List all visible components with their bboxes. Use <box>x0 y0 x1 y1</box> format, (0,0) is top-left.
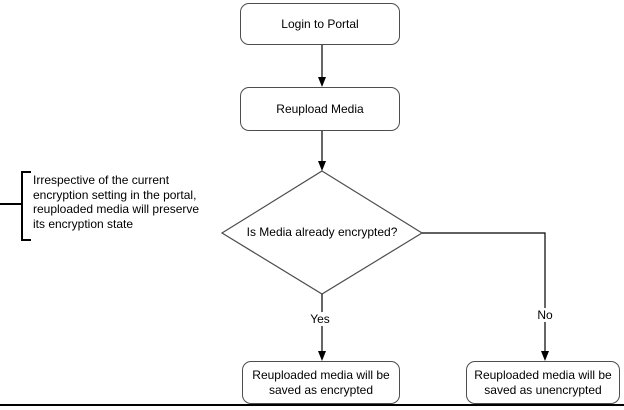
bracket-shape <box>21 171 31 241</box>
annotation-line: Irrespective of the current <box>33 173 170 187</box>
edge-label-no: No <box>535 308 555 322</box>
node-saved-as-encrypted: Reuploaded media will be saved as encryp… <box>242 361 400 404</box>
node-saved-as-unencrypted: Reuploaded media will be saved as unencr… <box>466 361 620 404</box>
node-unencrypted-label: Reuploaded media will be saved as unencr… <box>474 367 612 397</box>
edge-no <box>422 232 546 352</box>
node-login-to-portal: Login to Portal <box>240 3 400 45</box>
node-encrypted-label: Reuploaded media will be saved as encryp… <box>252 367 390 397</box>
node-reupload-media: Reupload Media <box>240 87 400 131</box>
node-login-label: Login to Portal <box>281 16 359 31</box>
arrowhead-reupload-to-decision <box>318 161 326 171</box>
node-reupload-label: Reupload Media <box>276 101 364 116</box>
arrowhead-yes <box>318 351 326 361</box>
arrowhead-login-to-reupload <box>318 77 326 87</box>
annotation-line: reuploaded media will preserve <box>33 202 200 216</box>
annotation-line: its encryption state <box>33 216 134 231</box>
annotation-text: Irrespective of the current encryption s… <box>33 173 223 231</box>
edge-label-yes: Yes <box>308 312 332 326</box>
bottom-border-line <box>0 404 624 406</box>
decision-diamond-label: Is Media already encrypted? <box>246 225 398 239</box>
arrowhead-no <box>541 351 549 361</box>
annotation-line: encryption setting in the portal, <box>33 187 197 202</box>
